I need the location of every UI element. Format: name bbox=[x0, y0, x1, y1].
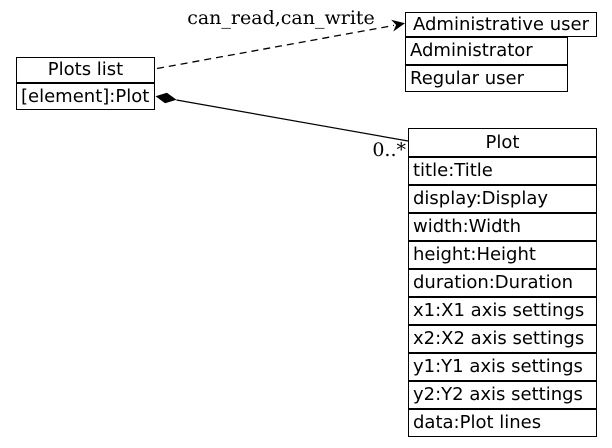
plot-attribute-row: duration:Duration bbox=[408, 269, 597, 297]
plot-attribute-row: y1:Y1 axis settings bbox=[408, 353, 597, 381]
plot-attribute-row: width:Width bbox=[408, 213, 597, 241]
dependency-edge bbox=[156, 24, 395, 70]
dependency-arrowhead-icon bbox=[391, 19, 405, 32]
class-plots-list-title: Plots list bbox=[16, 57, 155, 83]
class-administrative-user-title: Administrative user bbox=[405, 12, 597, 37]
plot-attribute-row: data:Plot lines bbox=[408, 409, 597, 437]
administrative-user-attribute-row: Administrator bbox=[405, 37, 568, 65]
composition-edge bbox=[176, 99, 409, 142]
dependency-label: can_read,can_write bbox=[187, 7, 375, 29]
plot-attribute-row: display:Display bbox=[408, 185, 597, 213]
plot-attribute-row: height:Height bbox=[408, 241, 597, 269]
plot-attribute-row: y2:Y2 axis settings bbox=[408, 381, 597, 409]
plot-attribute-row: x1:X1 axis settings bbox=[408, 297, 597, 325]
plot-attribute-row: title:Title bbox=[408, 157, 597, 185]
multiplicity-label: 0..* bbox=[372, 139, 406, 161]
plots-list-attribute-row: [element]:Plot bbox=[16, 83, 155, 110]
administrative-user-attribute-row: Regular user bbox=[405, 65, 568, 92]
plot-attribute-row: x2:X2 axis settings bbox=[408, 325, 597, 353]
composition-diamond-icon bbox=[155, 92, 177, 104]
class-plot-title: Plot bbox=[408, 128, 597, 157]
